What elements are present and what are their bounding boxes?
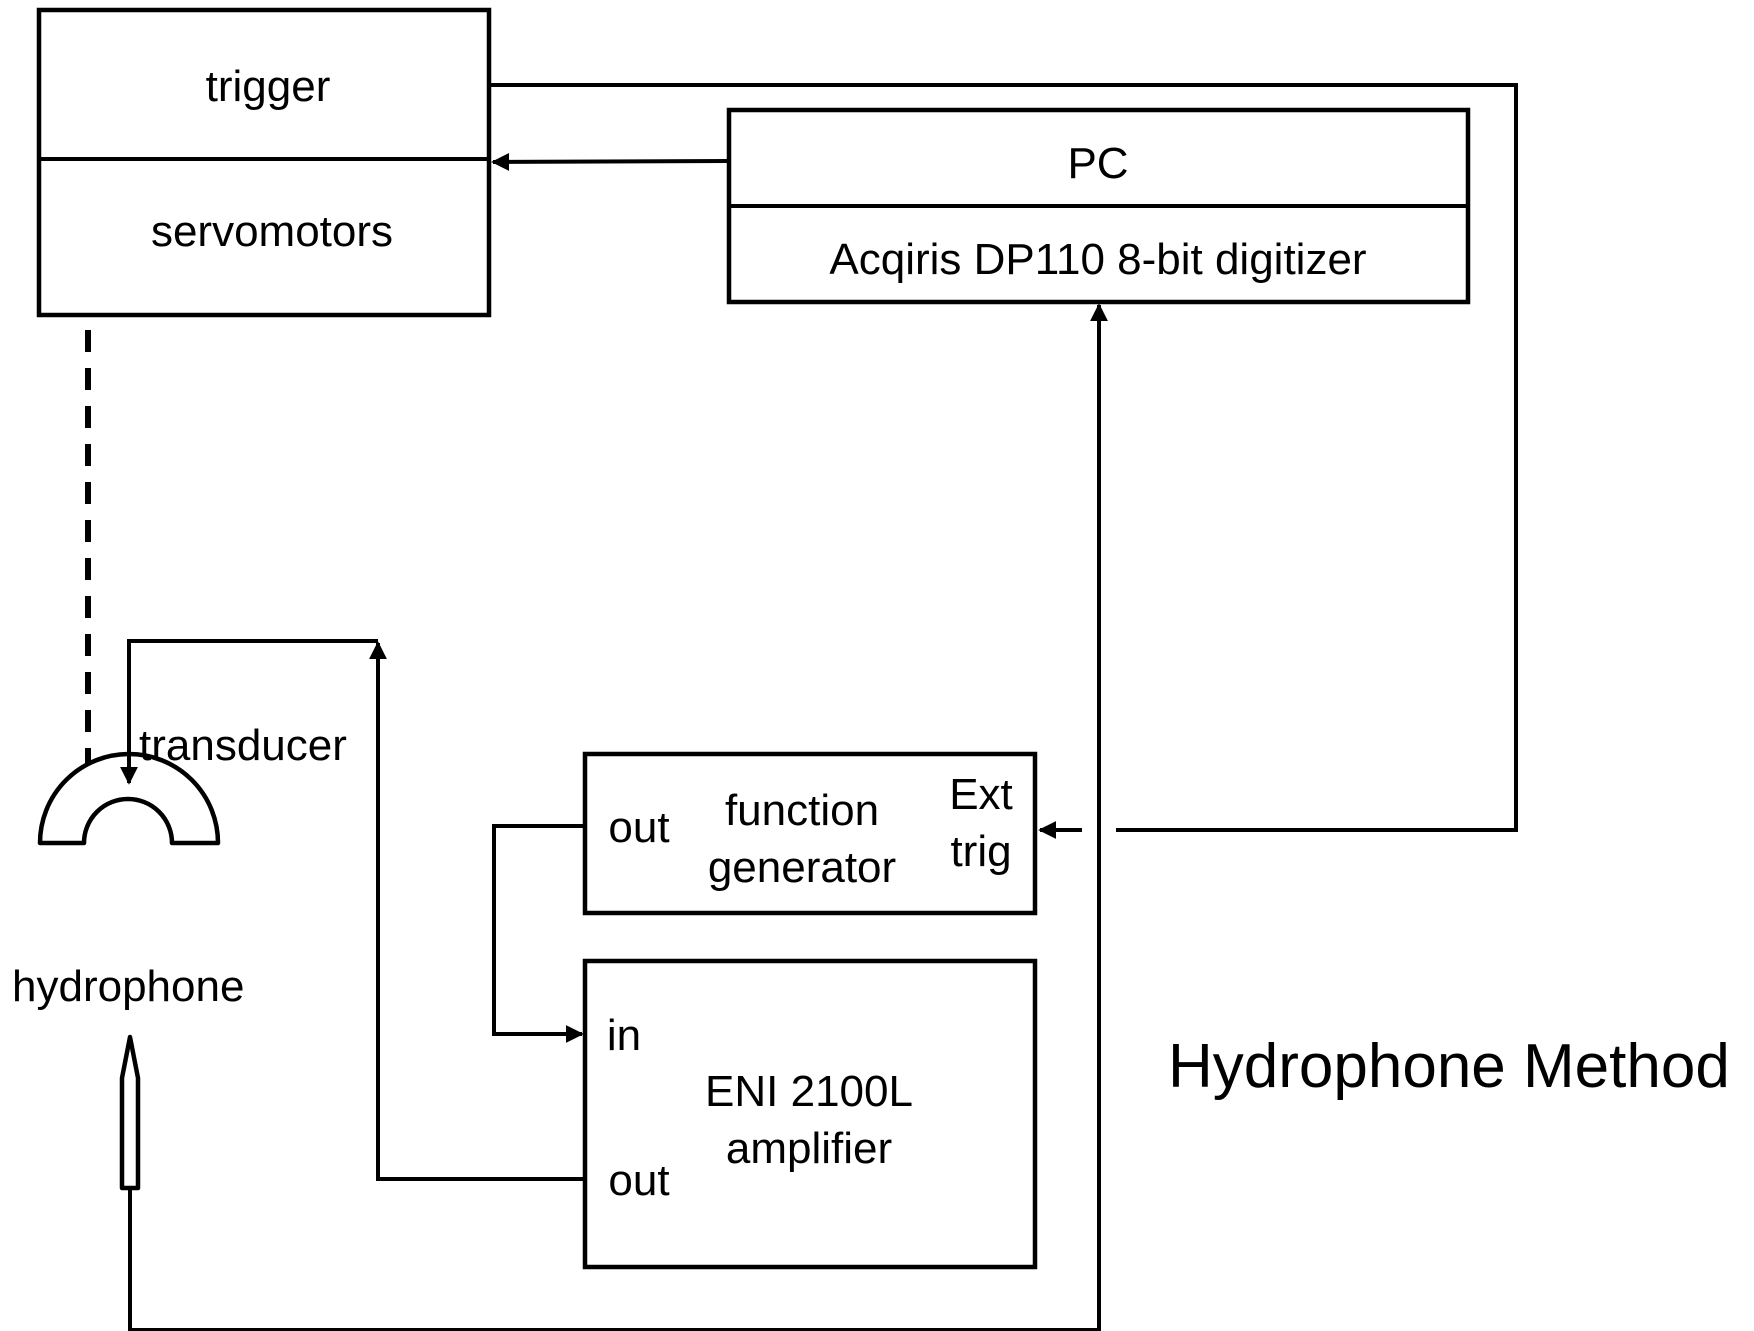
digitizer-label: Acqiris DP110 8-bit digitizer [829, 235, 1366, 284]
transducer: transducer [37, 721, 347, 846]
hydrophone: hydrophone [12, 962, 244, 1191]
diagram-title: Hydrophone Method [1168, 1032, 1730, 1101]
ext-trig-label-line1: Ext [949, 770, 1013, 819]
connections [85, 83, 1518, 1331]
servomotors-label: servomotors [151, 207, 393, 256]
hydrophone-icon [119, 1034, 141, 1191]
pc-label: PC [1067, 139, 1128, 188]
amplifier-label-line1: ENI 2100L [705, 1067, 913, 1116]
amplifier-to-transducer-wire-up [369, 641, 585, 1181]
pc-digitizer-block: PC Acqiris DP110 8-bit digitizer [726, 107, 1471, 305]
trigger-label: trigger [206, 62, 331, 111]
function-generator-block: out function generator Ext trig [582, 751, 1038, 916]
amplifier-box [582, 958, 1038, 1270]
hydrophone-label: hydrophone [12, 962, 244, 1011]
amplifier-out-label: out [608, 1156, 669, 1205]
pc-to-servomotors-arrow [491, 152, 730, 171]
amplifier-label-line2: amplifier [726, 1124, 892, 1173]
trigger-to-ext-trig-wire [489, 83, 1518, 832]
ext-trig-label-line2: trig [950, 827, 1011, 876]
function-generator-out-label: out [608, 803, 669, 852]
function-generator-label-line2: generator [708, 843, 896, 892]
amplifier-to-transducer-wire-down [120, 639, 378, 785]
transducer-label: transducer [139, 721, 347, 770]
trigger-servomotors-box [36, 7, 492, 318]
trigger-servomotors-block: trigger servomotors [36, 7, 492, 318]
transducer-icon [37, 751, 221, 846]
amplifier-block: in out ENI 2100L amplifier [582, 958, 1038, 1270]
function-generator-to-amplifier-wire [492, 824, 585, 1043]
amplifier-in-label: in [607, 1011, 641, 1060]
function-generator-box [582, 751, 1038, 916]
hydrophone-to-digitizer-wire [128, 303, 1108, 1331]
function-generator-label-line1: function [725, 786, 879, 835]
